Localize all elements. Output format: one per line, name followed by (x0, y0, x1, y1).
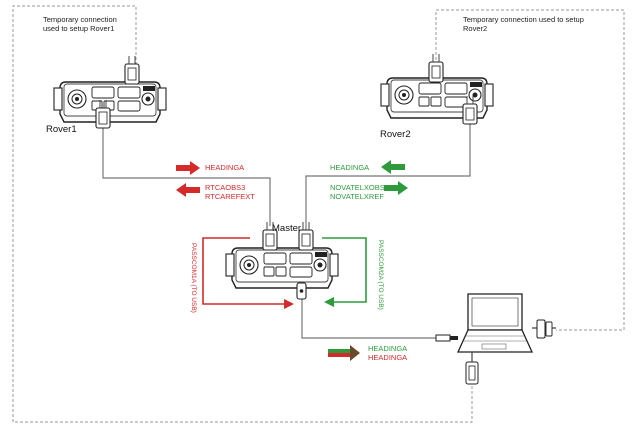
pc-in-message-green: HEADINGA (368, 344, 408, 353)
laptop-bottom-connector-icon (465, 352, 479, 385)
passcom2-arrow-icon (324, 297, 334, 307)
rover2-temp-note-line-1: Temporary connection used to setup (463, 15, 584, 24)
rover1-out-message-2: RTCAREFEXT (205, 191, 255, 201)
laptop-serial-connector-icon (532, 319, 556, 339)
passcom2-loop (322, 237, 367, 303)
rover2-temp-cable (435, 9, 625, 331)
rover1-temp-cable (12, 5, 473, 423)
passcom1-label: PASSCOM1A (TO USB) (190, 243, 197, 313)
passcom1-arrow-icon (284, 299, 294, 309)
rover1-label: Rover1 (46, 124, 77, 135)
pc-in-message-red: HEADINGA (368, 352, 408, 362)
pc-in-messages: HEADINGA HEADINGA (368, 344, 408, 362)
rover2-in-arrow-icon (381, 160, 405, 174)
rover1-out-messages: RTCAOBS3 RTCAREFEXT (205, 183, 255, 201)
rover1-out-arrow-icon (176, 183, 200, 197)
rover2-temp-note-line-2: Rover2 (463, 23, 488, 33)
rover1-temp-note-line-2: used to setup Rover1 (43, 23, 115, 33)
rover1-in-message: HEADINGA (205, 163, 245, 172)
passcom2-label: PASSCOM2A (TO USB) (377, 240, 384, 310)
rover2-out-messages: NOVATELXOBS NOVATELXREF (330, 183, 385, 201)
passcom1-loop (202, 237, 284, 305)
master-usb-cable (301, 298, 436, 339)
master-usb-connector-icon (296, 282, 307, 300)
usb-plug-icon (435, 334, 458, 342)
master-receiver-icon (225, 247, 339, 289)
laptop-icon (456, 293, 534, 353)
rover2-out-arrow-icon (384, 181, 408, 195)
passcom-loops (202, 237, 367, 305)
rover1-serial-connector-icon (124, 55, 140, 85)
rover1-out-message-1: RTCAOBS3 (205, 183, 246, 192)
pc-in-arrow-icon (328, 345, 360, 361)
master-label: Master (272, 223, 302, 234)
rover2-out-message-1: NOVATELXOBS (330, 183, 385, 192)
cables (102, 118, 471, 339)
rover1-temp-note-line-1: Temporary connection (43, 15, 117, 24)
rover1-temp-note: Temporary connection used to setup Rover… (43, 15, 117, 33)
rover2-master-cable (305, 118, 471, 230)
rover1-master-cable (102, 122, 271, 226)
temporary-connections (12, 5, 625, 423)
rover1-in-arrow-icon (176, 161, 200, 175)
rover2-out-message-2: NOVATELXREF (330, 191, 384, 201)
rover2-in-message: HEADINGA (330, 163, 370, 172)
rover2-label: Rover2 (380, 129, 411, 140)
rover2-temp-note: Temporary connection used to setup Rover… (463, 15, 584, 33)
